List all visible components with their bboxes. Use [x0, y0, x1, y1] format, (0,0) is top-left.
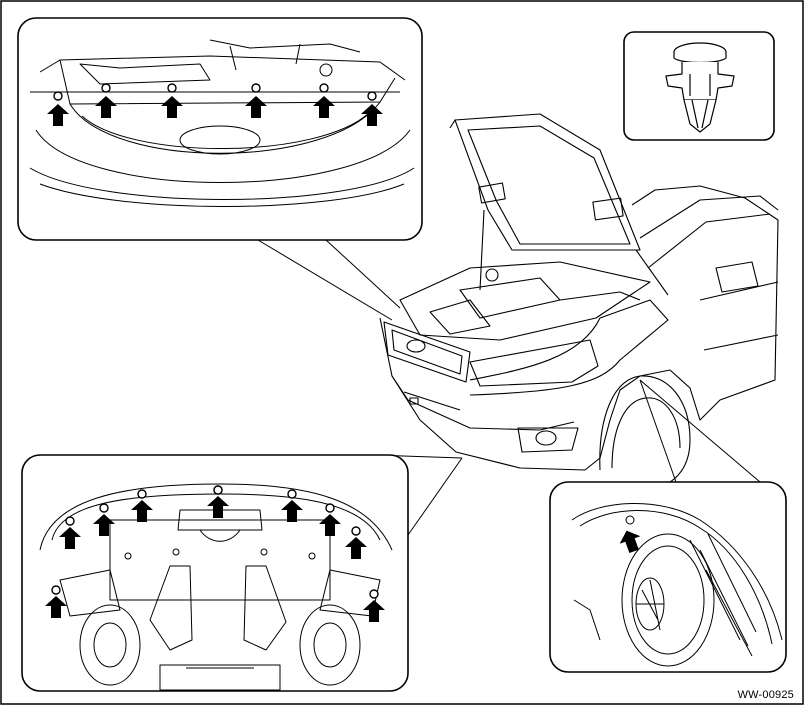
under-cover-clip-8	[51, 585, 61, 595]
under-cover-clip-2	[99, 503, 109, 513]
under-cover-clip-7	[351, 526, 361, 536]
under-cover-clip-arrow-2	[93, 514, 115, 536]
grille-clip-arrow-1	[47, 104, 69, 126]
under-cover-clip-arrow-1	[59, 527, 81, 549]
under-cover-clip-3	[137, 489, 147, 499]
callout-under-cover	[21, 454, 409, 692]
grille-clip-3	[167, 83, 177, 93]
push-clip-icon	[665, 42, 735, 133]
leader-lines	[257, 239, 761, 536]
grille-clip-arrow-2	[95, 96, 117, 118]
grille-clip-1	[53, 91, 63, 101]
under-cover-clip-10	[213, 485, 223, 495]
car-illustration	[379, 113, 779, 489]
under-cover-clip-5	[287, 489, 297, 499]
callout-wheel-arch	[549, 481, 787, 673]
grille-clip-6	[367, 91, 377, 101]
figure-reference-code: WW-00925	[737, 689, 794, 701]
under-cover-clip-1	[65, 516, 75, 526]
grille-clip-arrow-6	[361, 104, 383, 126]
under-cover-clip-arrow-7	[345, 537, 367, 559]
callout-grille	[17, 17, 423, 241]
grille-clip-arrow-5	[313, 96, 335, 118]
under-cover-clip-arrow-5	[281, 500, 303, 522]
under-cover-clip-6	[325, 503, 335, 513]
grille-clip-2	[101, 83, 111, 93]
grille-clip-arrow-4	[245, 96, 267, 118]
grille-clip-4	[251, 83, 261, 93]
callout-clip	[623, 31, 775, 141]
under-cover-clip-arrow-9	[363, 600, 385, 622]
under-cover-clip-9	[369, 589, 379, 599]
under-cover-clip-arrow-8	[45, 596, 67, 618]
under-cover-clip-arrow-6	[319, 514, 341, 536]
wheel-arch-clip-arrow-1	[619, 530, 641, 553]
under-cover-clip-arrow-3	[131, 500, 153, 522]
grille-clip-arrow-3	[161, 96, 183, 118]
under-cover-clip-arrow-4	[207, 496, 229, 518]
grille-clip-5	[319, 83, 329, 93]
